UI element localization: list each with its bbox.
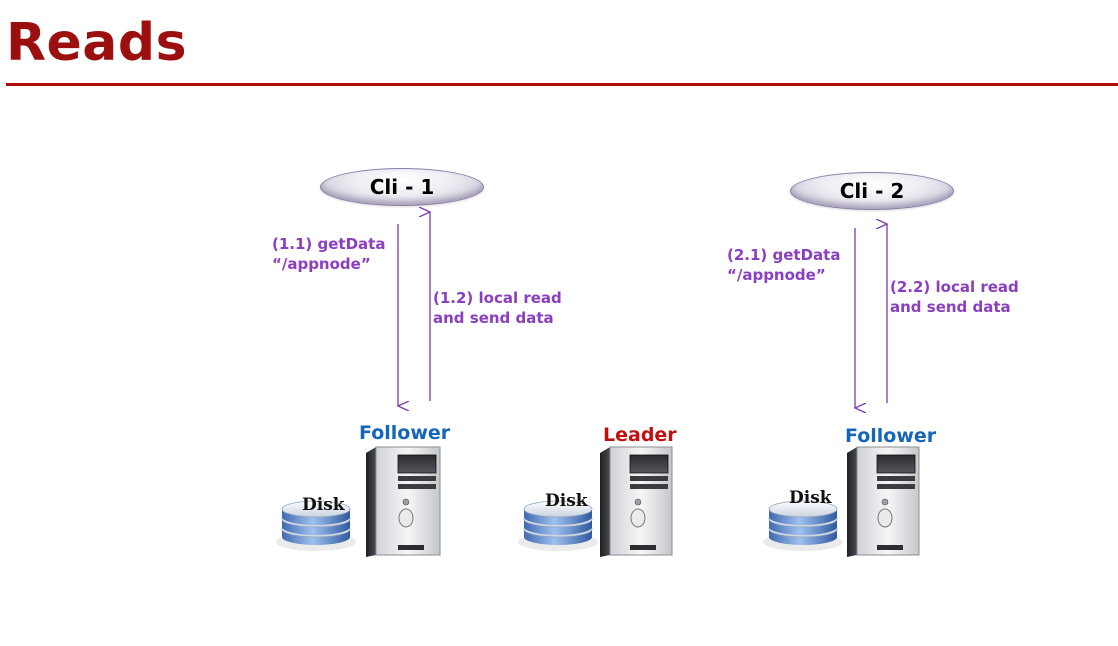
- server-tower-icon: [847, 446, 920, 557]
- client-2-node: Cli - 2: [790, 172, 954, 210]
- disk-stack-icon: [763, 500, 843, 551]
- disk-3-label: Disk: [789, 488, 832, 508]
- c2-request-label: (2.1) getData“/appnode”: [727, 246, 841, 284]
- disk-stack-icon: [276, 500, 356, 551]
- disk-1-label: Disk: [302, 495, 345, 515]
- disk-2-label: Disk: [545, 491, 588, 511]
- disk-stack-icon: [518, 500, 598, 551]
- client-1-node: Cli - 1: [320, 168, 484, 206]
- follower-1-label: Follower: [359, 422, 451, 444]
- follower-2-server-icon: [763, 446, 920, 557]
- title-divider: [6, 83, 1118, 86]
- c1-request-label: (1.1) getData“/appnode”: [272, 235, 386, 273]
- follower-2-label: Follower: [845, 425, 937, 447]
- leader-label: Leader: [603, 424, 677, 446]
- page-title: Reads: [6, 13, 188, 73]
- server-tower-icon: [366, 446, 441, 557]
- server-tower-icon: [600, 446, 673, 557]
- leader-server-icon: [518, 446, 673, 557]
- follower-1-server-icon: [276, 446, 441, 557]
